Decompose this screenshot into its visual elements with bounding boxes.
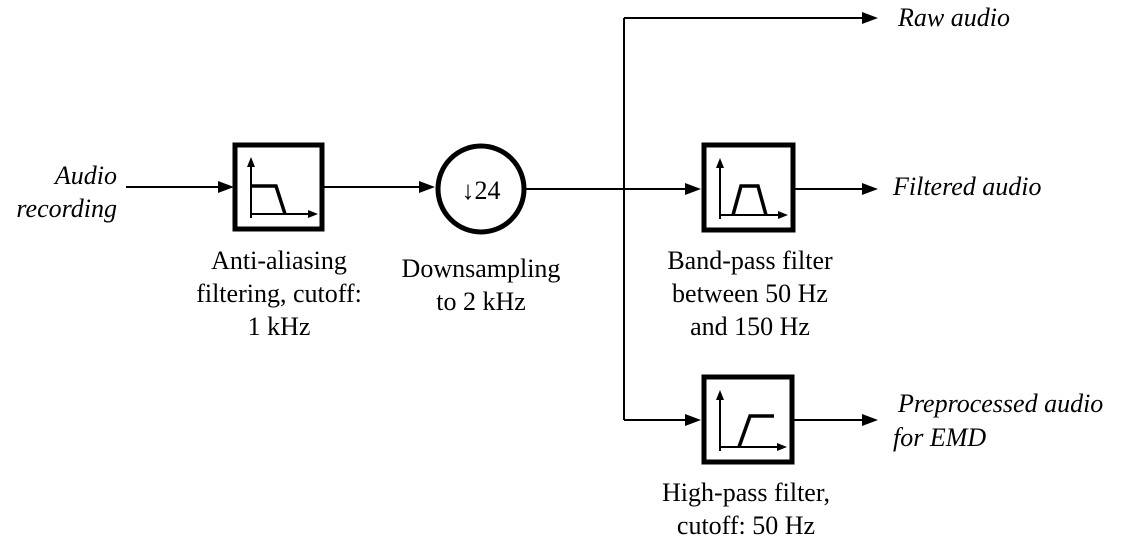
high-pass-filter-block: [701, 374, 795, 465]
anti-aliasing-caption-line2: filtering, cutoff:: [196, 279, 362, 308]
filtered-audio-label: Filtered audio: [892, 172, 1042, 201]
high-pass-caption-line2: cutoff: 50 Hz: [677, 511, 815, 540]
anti-aliasing-caption-line1: Anti-aliasing: [211, 246, 347, 275]
preprocessed-audio-arrow: [792, 414, 878, 426]
high-pass-filter-icon: [716, 390, 787, 451]
input-label-line1: Audio: [53, 161, 117, 190]
band-pass-filter-block: [701, 142, 796, 233]
band-pass-caption-line1: Band-pass filter: [667, 246, 833, 275]
high-pass-caption-line1: High-pass filter,: [662, 478, 830, 507]
arrow-to-downsampler: [322, 181, 435, 193]
raw-audio-label: Raw audio: [897, 3, 1010, 32]
raw-audio-arrow: [624, 12, 878, 24]
input-arrow: [126, 181, 234, 193]
anti-aliasing-caption-line3: 1 kHz: [248, 312, 311, 341]
band-pass-filter-icon: [716, 158, 788, 219]
arrow-to-band-pass: [624, 183, 701, 195]
filtered-audio-arrow: [793, 183, 878, 195]
downsampler-block: ↓24: [435, 143, 527, 235]
band-pass-caption-line3: and 150 Hz: [690, 312, 810, 341]
anti-aliasing-filter-block: [232, 142, 325, 232]
preprocessed-audio-label-line1: Preprocessed audio: [897, 389, 1103, 418]
input-label-line2: recording: [16, 194, 117, 223]
arrow-to-high-pass: [624, 414, 701, 426]
preprocessed-audio-label-line2: for EMD: [893, 423, 986, 452]
downsampling-caption-line2: to 2 kHz: [436, 287, 526, 316]
low-pass-filter-icon: [247, 157, 318, 218]
downsampling-caption-line1: Downsampling: [402, 254, 561, 283]
band-pass-caption-line2: between 50 Hz: [672, 279, 828, 308]
branch-connector: [524, 18, 625, 420]
downsampling-symbol: ↓24: [462, 176, 501, 205]
